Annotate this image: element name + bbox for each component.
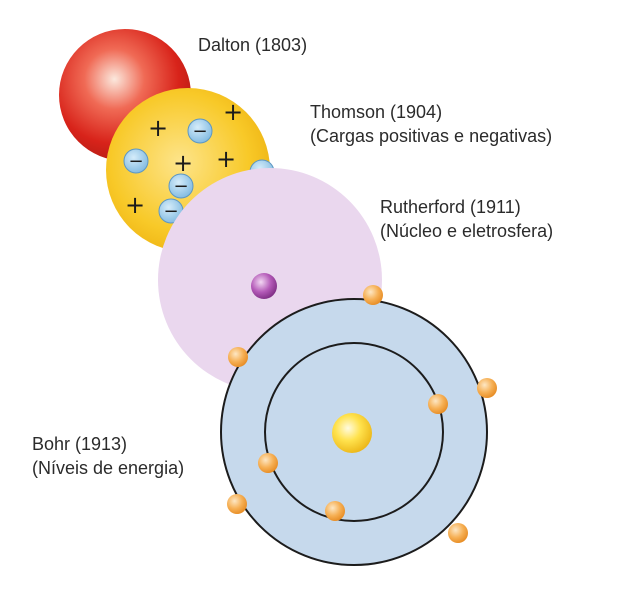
- electron: [258, 453, 278, 473]
- dalton-title: Dalton (1803): [198, 35, 308, 55]
- rutherford-title: Rutherford (1911): [380, 197, 521, 217]
- bohr-nucleus: [332, 413, 372, 453]
- negative-charge: −: [168, 173, 194, 199]
- electron: [448, 523, 468, 543]
- bohr-model: [220, 285, 497, 566]
- bohr-label: Bohr (1913) (Níveis de energia): [32, 432, 184, 480]
- svg-text:−: −: [128, 151, 143, 172]
- electron: [228, 347, 248, 367]
- rutherford-label: Rutherford (1911) (Núcleo e eletrosfera): [380, 195, 553, 243]
- thomson-positive-charges: + + + + +: [125, 98, 243, 219]
- positive-charge: +: [173, 149, 193, 177]
- negative-charge: −: [187, 118, 213, 144]
- electron: [477, 378, 497, 398]
- positive-charge: +: [223, 98, 243, 126]
- bohr-electrons: [227, 285, 497, 543]
- positive-charge: +: [216, 145, 236, 173]
- bohr-inner-orbit: [264, 342, 444, 522]
- svg-text:−: −: [192, 121, 207, 142]
- rutherford-nucleus: [251, 273, 277, 299]
- negative-charge: −: [158, 198, 184, 224]
- electron: [363, 285, 383, 305]
- thomson-title: Thomson (1904): [310, 102, 443, 122]
- thomson-label: Thomson (1904) (Cargas positivas e negat…: [310, 100, 552, 148]
- svg-text:−: −: [163, 201, 178, 222]
- positive-charge: +: [125, 191, 145, 219]
- dalton-label: Dalton (1803): [198, 33, 307, 57]
- svg-text:−: −: [173, 176, 188, 197]
- electron: [227, 494, 247, 514]
- thomson-subtitle: (Cargas positivas e negativas): [310, 126, 553, 146]
- rutherford-subtitle: (Núcleo e eletrosfera): [380, 221, 554, 241]
- negative-charge: −: [123, 148, 149, 174]
- electron: [428, 394, 448, 414]
- bohr-title: Bohr (1913): [32, 434, 128, 454]
- positive-charge: +: [148, 114, 168, 142]
- electron: [325, 501, 345, 521]
- bohr-subtitle: (Níveis de energia): [32, 458, 185, 478]
